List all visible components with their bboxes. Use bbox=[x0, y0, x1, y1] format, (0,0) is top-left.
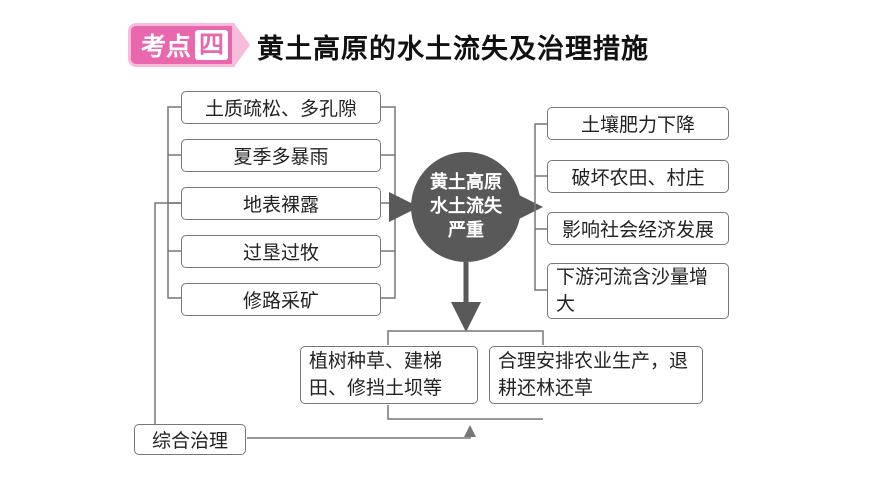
section-tag: 考点 四 bbox=[128, 23, 251, 67]
effect-box-2: 破坏农田、村庄 bbox=[547, 160, 729, 193]
cause-box-3: 地表裸露 bbox=[181, 187, 381, 220]
comprehensive-box: 综合治理 bbox=[134, 424, 246, 455]
cause-box-4: 过垦过牧 bbox=[181, 235, 381, 268]
measure-box-2: 合理安排农业生产，退耕还林还草 bbox=[489, 346, 703, 404]
center-node: 黄土高原水土流失严重 bbox=[411, 152, 521, 262]
measure-box-1: 植树种草、建梯田、修挡土坝等 bbox=[300, 346, 478, 404]
page-title: 黄土高原的水土流失及治理措施 bbox=[257, 34, 649, 65]
center-node-label: 黄土高原水土流失严重 bbox=[430, 172, 502, 241]
cause-box-2: 夏季多暴雨 bbox=[181, 139, 381, 172]
section-tag-arrow-icon bbox=[234, 23, 251, 67]
cause-box-1: 土质疏松、多孔隙 bbox=[181, 91, 381, 124]
effect-box-1: 土壤肥力下降 bbox=[547, 107, 729, 140]
section-tag-number: 四 bbox=[195, 30, 229, 60]
effect-box-3: 影响社会经济发展 bbox=[547, 212, 729, 245]
effect-box-4: 下游河流含沙量增大 bbox=[547, 263, 729, 319]
section-tag-badge: 考点 四 bbox=[128, 23, 236, 67]
cause-box-5: 修路采矿 bbox=[181, 283, 381, 316]
section-tag-label: 考点 bbox=[141, 32, 192, 61]
